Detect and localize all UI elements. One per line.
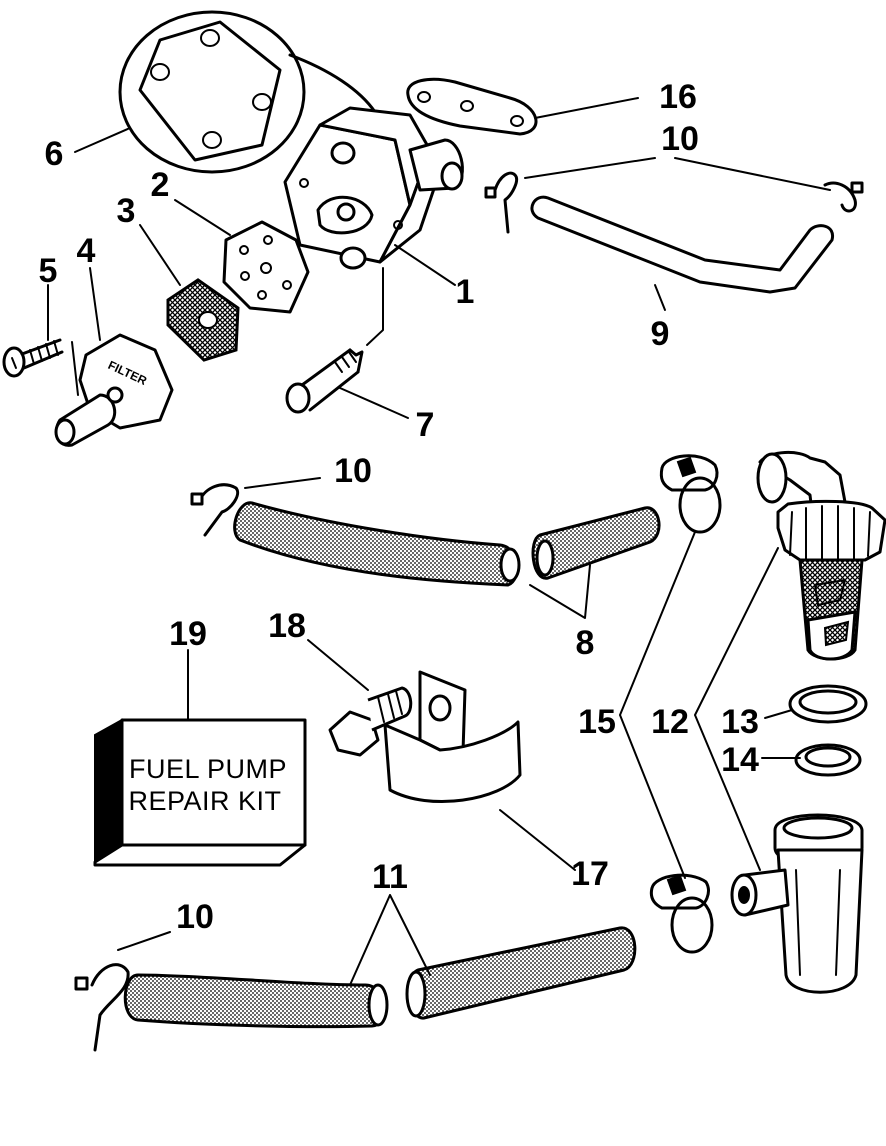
callout-10-mid: 10	[334, 452, 372, 490]
clip-10b	[823, 181, 864, 213]
fuel-hoses-11	[123, 926, 637, 1029]
callout-13: 13	[721, 703, 759, 741]
callout-4: 4	[77, 232, 96, 270]
callout-numbers: 6 2 3 4 5 1 7 16 10 9 10 8 19 18 15 12 1…	[39, 78, 759, 936]
clip-10c	[190, 483, 239, 537]
bracket-17	[383, 670, 522, 803]
callout-10-top: 10	[661, 120, 699, 158]
screw-5	[2, 338, 64, 378]
fuel-pump-body-1	[283, 106, 464, 346]
callout-17: 17	[571, 855, 609, 893]
clip-10d	[74, 963, 130, 1052]
callout-1: 1	[456, 273, 475, 311]
filter-cap-4: FILTER	[54, 333, 174, 447]
filter-bowl-12	[730, 813, 864, 994]
clip-10a	[484, 171, 519, 234]
repair-kit-line1: FUEL PUMP	[129, 754, 287, 784]
gasket-magnifier-6	[118, 10, 377, 174]
o-ring-13	[788, 684, 868, 724]
callout-5: 5	[39, 252, 58, 290]
hose-clamp-15-bottom	[649, 873, 714, 954]
callout-14: 14	[721, 741, 759, 779]
callout-10-bottom: 10	[176, 898, 214, 936]
retainer-14	[794, 743, 862, 777]
callout-11: 11	[372, 858, 408, 896]
filter-screen-3	[166, 278, 240, 362]
callout-12: 12	[651, 703, 689, 741]
callout-7: 7	[416, 406, 435, 444]
repair-kit-line2: REPAIR KIT	[128, 786, 281, 816]
callout-19: 19	[169, 615, 207, 653]
repair-kit-box-19: FUEL PUMP REPAIR KIT	[93, 718, 307, 867]
hose-clamp-15-top	[659, 454, 722, 534]
leader-lines	[47, 97, 831, 986]
callout-2: 2	[151, 166, 170, 204]
callout-15: 15	[578, 703, 616, 741]
fuel-hose-9	[530, 195, 835, 294]
fuel-hose-8	[233, 501, 661, 587]
callout-18: 18	[268, 607, 306, 645]
callout-8: 8	[576, 624, 595, 662]
bolt-18	[328, 686, 413, 757]
bolt-7	[285, 348, 364, 414]
callout-6: 6	[45, 135, 64, 173]
callout-9: 9	[651, 315, 670, 353]
callout-3: 3	[117, 192, 136, 230]
filter-elbow-element-12	[756, 451, 886, 661]
valve-plate-2	[222, 220, 310, 314]
pump-gasket-16	[406, 77, 538, 136]
callout-16: 16	[659, 78, 697, 116]
